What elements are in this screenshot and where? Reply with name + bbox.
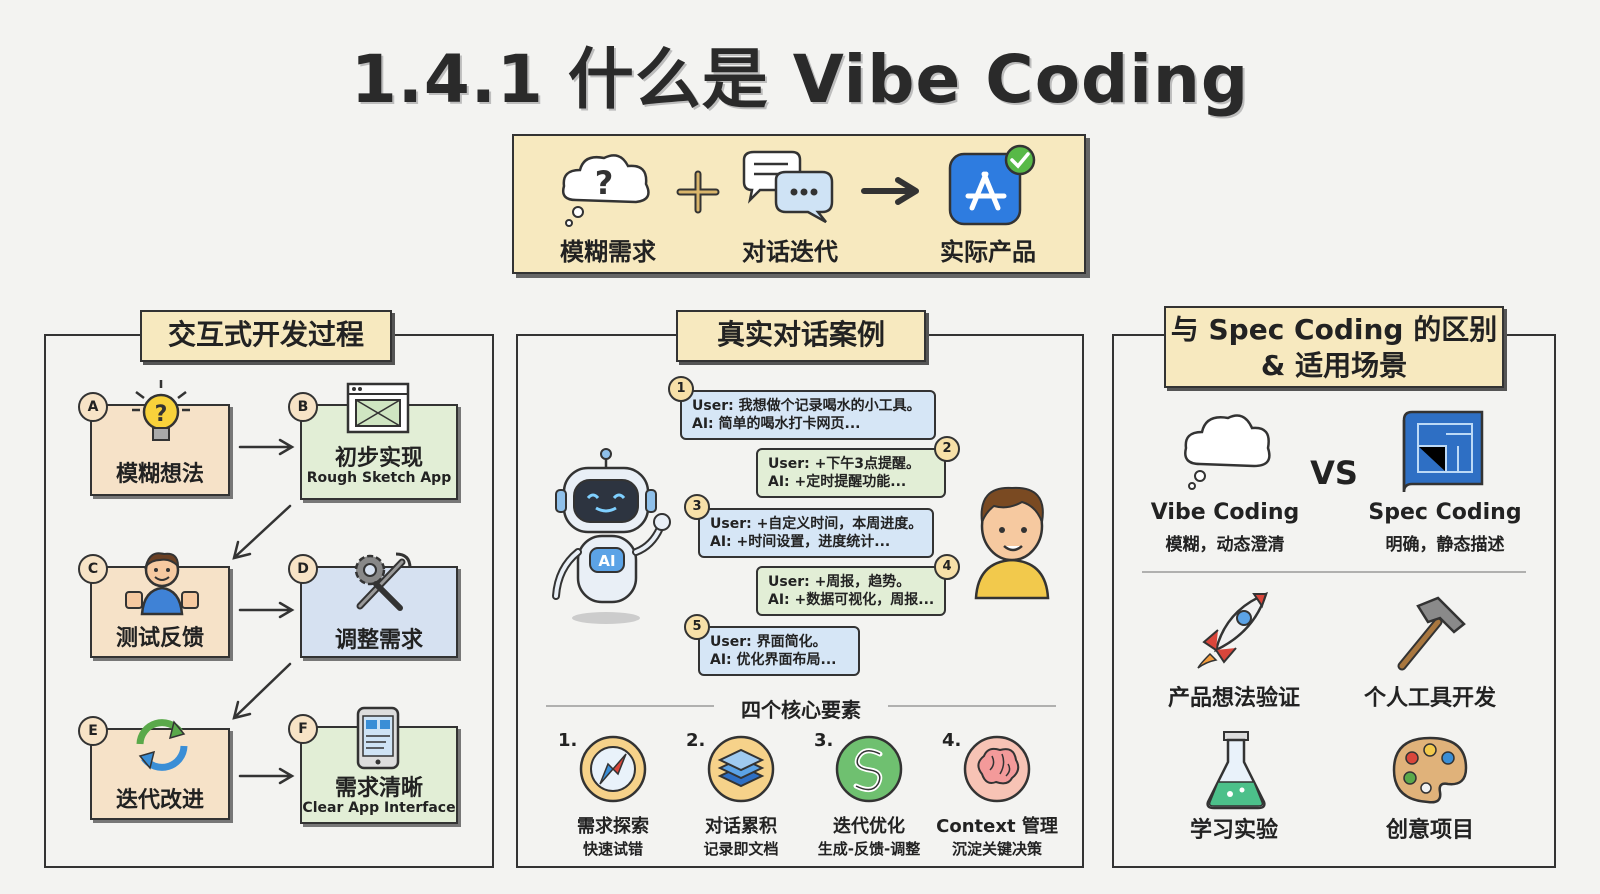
boy-user-icon [974, 486, 1050, 600]
elements-title: 四个核心要素 [741, 698, 861, 722]
svg-text:?: ? [595, 164, 614, 202]
thumbs-up-person-icon [125, 552, 199, 616]
element-item-4: Context 管理 沉淀关键决策 [936, 816, 1058, 858]
element-item-2: 对话累积 记录即文档 [703, 816, 779, 858]
lightbulb-icon: ? [132, 380, 190, 441]
question-cloud-icon: ? [562, 154, 650, 227]
element-num-4: 4. [942, 730, 962, 751]
step-card-d: 调整需求 [300, 566, 458, 658]
step-badge-d: D [288, 554, 318, 584]
chat-bubbles-icon [742, 150, 834, 224]
vibe-coding-desc: 模糊，动态澄清 [1165, 535, 1285, 555]
dialog-bubble-2: User: +下午3点提醒。 AI: +定时提醒功能... [756, 448, 946, 498]
spiral-icon [835, 735, 903, 803]
dialog-bubble-1: User: 我想做个记录喝水的小工具。 AI: 简单的喝水打卡网页... [680, 390, 936, 440]
vibe-coding-name: Vibe Coding [1150, 500, 1300, 525]
layers-icon [707, 735, 775, 803]
right-panel-title-line2: & 适用场景 [1260, 349, 1408, 382]
dialog-bubble-3: User: +自定义时间，本周进度。 AI: +时间设置，进度统计... [698, 508, 934, 558]
step-badge-a: A [78, 392, 108, 422]
element-num-1: 1. [558, 730, 578, 751]
dialog-number-4: 4 [934, 554, 960, 580]
hammer-icon [1397, 596, 1466, 671]
element-num-3: 3. [814, 730, 834, 751]
sketch-window-icon [346, 382, 410, 434]
compass-icon [579, 735, 647, 803]
dialog-bubble-4: User: +周报，趋势。 AI: +数据可视化，周报... [756, 566, 946, 616]
step-badge-c: C [78, 554, 108, 584]
middle-panel-title: 真实对话案例 [676, 310, 926, 362]
step-badge-f: F [288, 714, 318, 744]
element-item-3: 迭代优化 生成-反馈-调整 [817, 816, 921, 858]
step-badge-b: B [288, 392, 318, 422]
right-panel-title: 与 Spec Coding 的区别 & 适用场景 [1164, 306, 1504, 388]
refresh-cycle-icon [136, 719, 188, 771]
dialog-number-2: 2 [934, 436, 960, 462]
tools-gear-icon [354, 552, 412, 611]
dialog-number-1: 1 [668, 376, 694, 402]
phone-icon [356, 706, 400, 770]
svg-text:?: ? [155, 402, 168, 427]
formula-item-dialog: 对话迭代 [742, 238, 838, 266]
step-badge-e: E [78, 716, 108, 746]
formula-item-fuzzy: 模糊需求 [560, 238, 656, 266]
element-num-2: 2. [686, 730, 706, 751]
scenario-learning: 学习实验 [1189, 818, 1278, 843]
flask-icon [1206, 731, 1266, 810]
robot-icon: AI [552, 448, 671, 624]
elements-divider [546, 705, 1056, 707]
dialog-number-5: 5 [684, 614, 710, 640]
arrow-right-icon [861, 177, 919, 205]
app-icon [948, 144, 1036, 226]
page-title: 1.4.1 什么是 Vibe Coding [350, 41, 1250, 118]
right-divider [1142, 571, 1526, 573]
dialog-bubble-5: User: 界面简化。 AI: 优化界面布局... [698, 626, 860, 676]
left-panel-title: 交互式开发过程 [140, 310, 392, 362]
right-panel-title-line1: 与 Spec Coding 的区别 [1170, 313, 1498, 346]
blueprint-icon [1402, 410, 1484, 493]
scenario-personal-tools: 个人工具开发 [1363, 686, 1496, 711]
formula-item-product: 实际产品 [940, 238, 1036, 266]
vs-label: VS [1310, 454, 1358, 492]
step-card-e: 迭代改进 [90, 728, 230, 820]
step-card-f: 需求清晰 Clear App Interface [300, 726, 458, 824]
scenario-creative: 创意项目 [1385, 818, 1474, 843]
scenario-product-validation: 产品想法验证 [1167, 686, 1300, 711]
element-item-1: 需求探索 快速试错 [577, 816, 649, 858]
formula-banner: ? 模糊需求 对话迭代 实际产品 [512, 134, 1086, 274]
palette-icon [1392, 736, 1468, 804]
brain-icon [963, 735, 1031, 803]
robot-ai-label: AI [598, 552, 615, 570]
spec-coding-name: Spec Coding [1368, 500, 1522, 525]
rocket-icon [1197, 591, 1268, 669]
vibe-cloud-icon [1184, 414, 1271, 490]
spec-coding-desc: 明确，静态描述 [1385, 535, 1505, 555]
plus-icon [676, 170, 720, 214]
dialog-number-3: 3 [684, 494, 710, 520]
